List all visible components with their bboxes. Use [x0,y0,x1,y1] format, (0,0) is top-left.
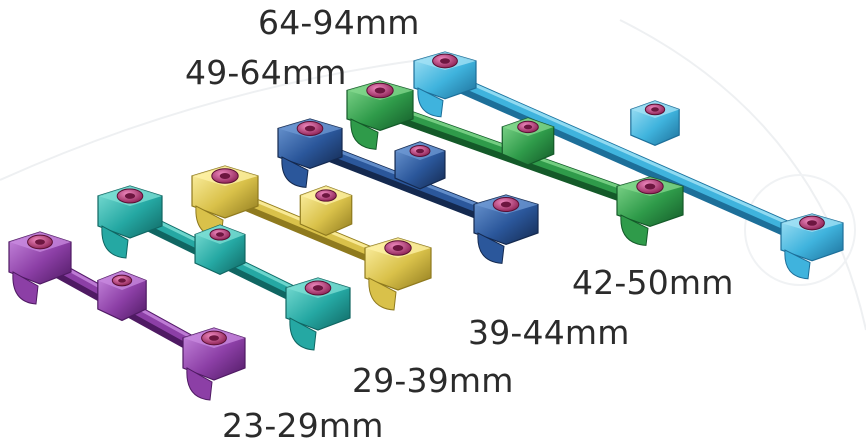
set-screw [201,330,227,346]
set-screw [209,228,231,241]
clamp-right [285,277,351,351]
rod-connector-green [346,80,684,246]
rod-connector-gold [191,165,432,311]
connector-rod-shine [443,70,814,236]
clamp-middle [97,270,147,322]
set-screw [27,234,53,250]
clamp-left [97,185,163,259]
size-label-39-44mm: 39-44mm [468,313,630,352]
size-label-42-50mm: 42-50mm [572,263,734,302]
set-screw [492,196,520,213]
clamp-left [191,165,259,239]
rod-connector-teal [97,185,351,351]
clamp-middle [299,185,353,237]
set-screw [111,274,133,287]
clamp-right [473,194,539,264]
set-screw [432,53,458,69]
clamp-right [616,176,684,246]
clamp-middle [501,117,555,166]
set-screw [636,178,664,195]
set-screw [211,168,239,184]
set-screw [296,120,324,137]
clamp-left [8,231,72,305]
clamp-middle [630,100,680,147]
clamp-right [780,213,844,280]
set-screw [315,189,337,202]
set-screw [116,188,144,204]
set-screw [366,82,394,99]
set-screw [409,144,431,157]
clamp-middle [394,141,446,190]
set-screw [384,240,412,256]
clamp-left [277,118,343,188]
size-label-29-39mm: 29-39mm [352,361,514,400]
rod-connector-dark-blue [277,118,539,264]
clamp-middle [194,224,246,276]
size-label-49-64mm: 49-64mm [185,53,347,92]
set-screw [517,120,539,134]
clamp-left [413,51,477,118]
connector-rod-highlight [440,70,817,242]
rod-connector-light-blue [413,51,844,280]
set-screw [799,215,825,231]
size-label-64-94mm: 64-94mm [258,3,420,42]
rod-connector-purple [8,231,246,401]
clamp-left [346,80,414,150]
set-screw [304,280,332,296]
size-label-23-29mm: 23-29mm [222,406,384,444]
clamp-right [364,237,432,311]
clamp-right [182,327,246,401]
set-screw [644,103,666,116]
